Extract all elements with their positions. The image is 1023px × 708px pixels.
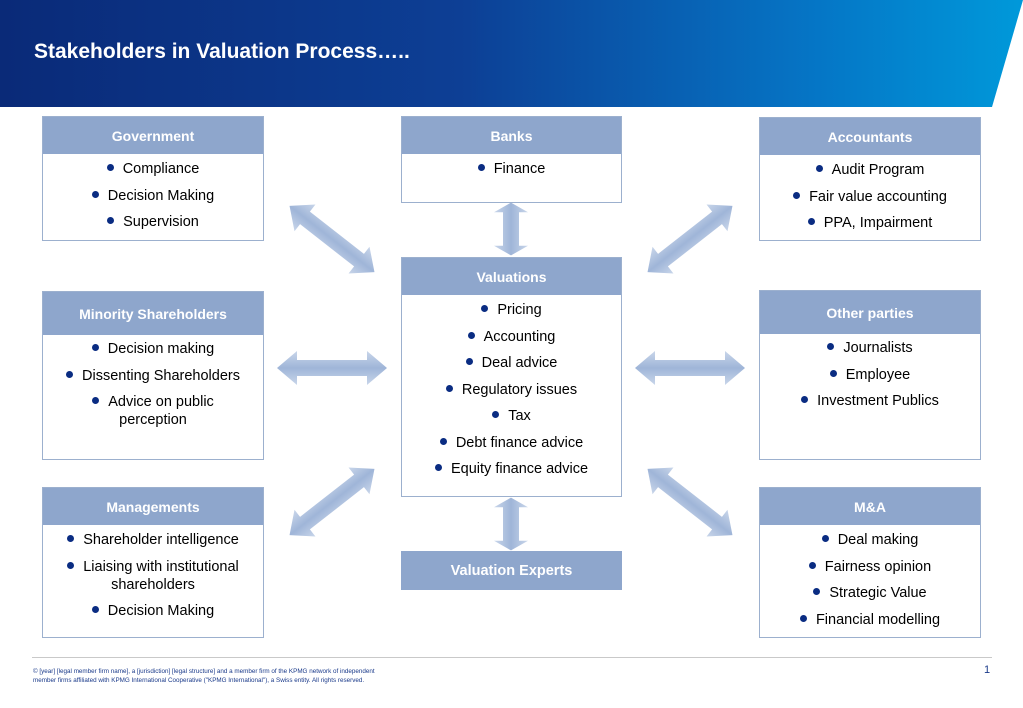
- list-item: Decision making: [43, 340, 263, 358]
- list-item: Fair value accounting: [760, 188, 980, 206]
- list-item: Shareholder intelligence: [43, 531, 263, 549]
- valuations-box: Valuations Pricing Accounting Deal advic…: [401, 257, 622, 497]
- other-parties-header: Other parties: [760, 291, 980, 334]
- other-parties-box: Other parties Journalists Employee Inves…: [759, 290, 981, 460]
- arrow-accountants-valuations: [637, 192, 743, 286]
- other-parties-list: Journalists Employee Investment Publics: [760, 334, 980, 410]
- list-item: Decision Making: [43, 602, 263, 620]
- valuations-list: Pricing Accounting Deal advice Regulator…: [402, 295, 621, 478]
- government-box: Government Compliance Decision Making Su…: [42, 116, 264, 241]
- footer-copyright: © [year] [legal member firm name], a [ju…: [33, 668, 375, 684]
- accountants-list: Audit Program Fair value accounting PPA,…: [760, 155, 980, 232]
- list-item: PPA, Impairment: [760, 214, 980, 232]
- list-item: Journalists: [760, 339, 980, 357]
- arrow-banks-valuations: [494, 202, 528, 256]
- managements-header: Managements: [43, 488, 263, 525]
- list-item: Tax: [402, 407, 621, 425]
- ma-header: M&A: [760, 488, 980, 525]
- list-item: Accounting: [402, 328, 621, 346]
- valuation-experts-header: Valuation Experts: [401, 551, 622, 590]
- list-item: Dissenting Shareholders: [43, 367, 263, 385]
- list-item: Fairness opinion: [760, 558, 980, 576]
- list-item: Financial modelling: [760, 611, 980, 629]
- list-item: Advice on public perception: [43, 393, 263, 429]
- ma-box: M&A Deal making Fairness opinion Strateg…: [759, 487, 981, 638]
- list-item: Deal advice: [402, 354, 621, 372]
- page-number: 1: [984, 664, 991, 676]
- list-item: Employee: [760, 366, 980, 384]
- arrow-managements-valuations: [279, 455, 385, 549]
- list-item: Compliance: [43, 160, 263, 178]
- arrow-ma-valuations: [637, 455, 743, 549]
- arrow-other-valuations: [635, 351, 745, 385]
- list-item: Finance: [402, 160, 621, 178]
- list-item: Decision Making: [43, 187, 263, 205]
- list-item: Investment Publics: [760, 392, 980, 410]
- valuations-header: Valuations: [402, 258, 621, 295]
- list-item: Debt finance advice: [402, 434, 621, 452]
- minority-shareholders-list: Decision making Dissenting Shareholders …: [43, 335, 263, 429]
- list-item: Audit Program: [760, 161, 980, 179]
- managements-list: Shareholder intelligence Liaising with i…: [43, 525, 263, 620]
- arrow-minority-valuations: [277, 351, 387, 385]
- page-title: Stakeholders in Valuation Process…..: [34, 40, 410, 63]
- list-item: Equity finance advice: [402, 460, 621, 478]
- accountants-box: Accountants Audit Program Fair value acc…: [759, 117, 981, 241]
- accountants-header: Accountants: [760, 118, 980, 155]
- banks-list: Finance: [402, 154, 621, 178]
- list-item: Supervision: [43, 213, 263, 231]
- arrow-valuations-experts: [494, 497, 528, 551]
- header-band: [0, 0, 1023, 107]
- arrow-government-valuations: [279, 192, 385, 286]
- list-item: Strategic Value: [760, 584, 980, 602]
- footer-divider: [32, 657, 992, 658]
- government-list: Compliance Decision Making Supervision: [43, 154, 263, 231]
- ma-list: Deal making Fairness opinion Strategic V…: [760, 525, 980, 629]
- list-item: Liaising with institutional shareholders: [43, 558, 263, 594]
- banks-header: Banks: [402, 117, 621, 154]
- government-header: Government: [43, 117, 263, 154]
- list-item: Deal making: [760, 531, 980, 549]
- list-item: Regulatory issues: [402, 381, 621, 399]
- banks-box: Banks Finance: [401, 116, 622, 203]
- minority-shareholders-header: Minority Shareholders: [43, 292, 263, 335]
- managements-box: Managements Shareholder intelligence Lia…: [42, 487, 264, 638]
- minority-shareholders-box: Minority Shareholders Decision making Di…: [42, 291, 264, 460]
- list-item: Pricing: [402, 301, 621, 319]
- valuation-experts-box: Valuation Experts: [401, 551, 622, 590]
